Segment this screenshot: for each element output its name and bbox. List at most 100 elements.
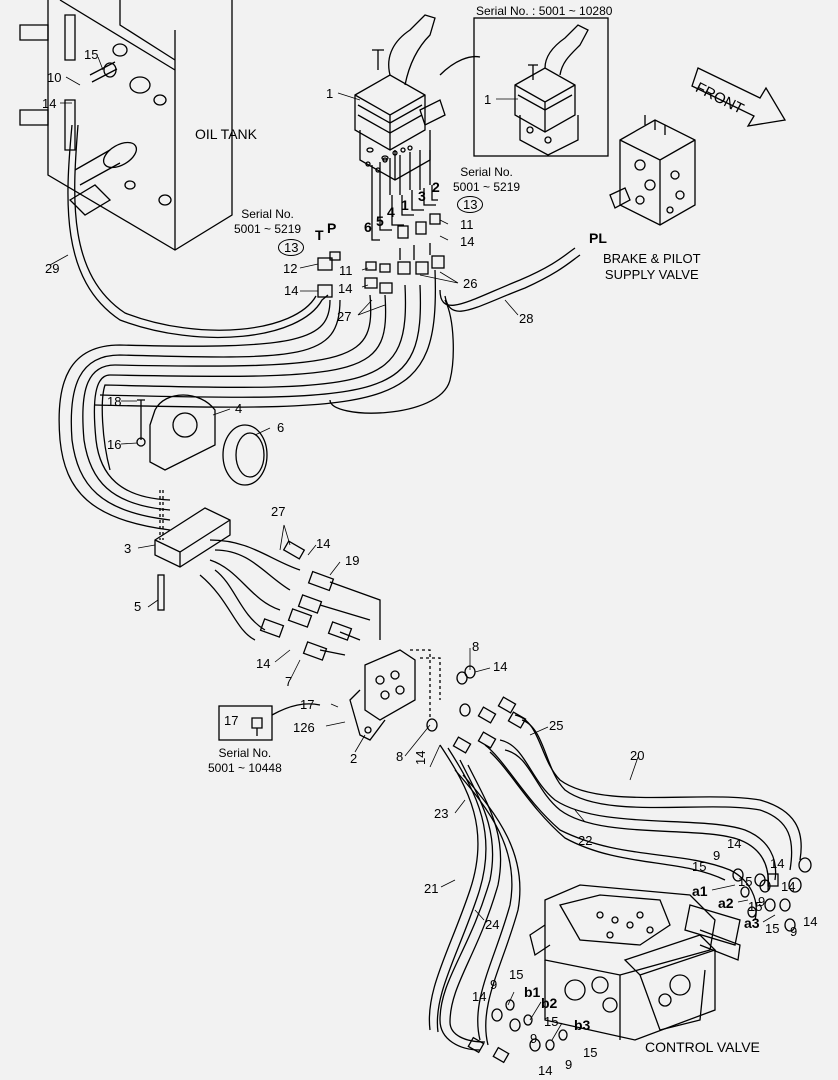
part-label-4-top: 4 bbox=[387, 204, 395, 220]
serial-box-17 bbox=[218, 705, 273, 741]
hose-28 bbox=[439, 247, 576, 306]
part-label-1: 1 bbox=[326, 86, 334, 101]
hose-bundle bbox=[58, 269, 437, 641]
part-label-6-top: 6 bbox=[364, 219, 372, 235]
serial-note-right-line1: Serial No. bbox=[460, 165, 513, 179]
serial-note-right: Serial No. 5001 ~ 5219 bbox=[453, 165, 520, 195]
part-label-9-cv2: 9 bbox=[758, 894, 766, 909]
part-label-6: 6 bbox=[277, 420, 285, 435]
serial-note-left: Serial No. 5001 ~ 5219 bbox=[234, 207, 301, 237]
port-b3-label: b3 bbox=[574, 1017, 591, 1033]
part-label-2: 2 bbox=[350, 751, 358, 766]
part-label-23: 23 bbox=[434, 806, 449, 821]
serial-note-left-line1: Serial No. bbox=[241, 207, 294, 221]
part-label-11-left: 11 bbox=[339, 263, 353, 278]
part-label-14-b1: 14 bbox=[472, 989, 487, 1004]
part-label-10: 10 bbox=[47, 70, 62, 85]
part-label-15-cv1: 15 bbox=[692, 859, 707, 874]
port-b2-label: b2 bbox=[541, 995, 558, 1011]
brake-pilot-supply-valve bbox=[609, 115, 696, 226]
control-valve-caption: CONTROL VALVE bbox=[645, 1039, 760, 1055]
part-label-17: 17 bbox=[300, 697, 315, 712]
part-label-15-b3: 15 bbox=[583, 1045, 598, 1060]
port-P-label: P bbox=[327, 220, 337, 236]
serial-note-left-line2: 5001 ~ 5219 bbox=[234, 222, 302, 236]
front-arrow bbox=[691, 67, 787, 127]
part-label-14-right: 14 bbox=[460, 234, 475, 249]
joystick-port-dots bbox=[365, 145, 413, 173]
part-label-8-bot: 8 bbox=[396, 749, 404, 764]
part-label-4: 4 bbox=[235, 401, 243, 416]
part-label-9-cv3: 9 bbox=[790, 924, 798, 939]
part-label-16: 16 bbox=[107, 437, 122, 452]
part-label-9-cv1: 9 bbox=[713, 848, 721, 863]
port-T-label: T bbox=[315, 227, 324, 243]
part-label-2-top: 2 bbox=[432, 179, 440, 195]
serial-note-top-box: Serial No. : 5001 ~ 10280 bbox=[476, 4, 613, 18]
part-label-14-low: 14 bbox=[256, 656, 271, 671]
part-label-15-cv3: 15 bbox=[748, 899, 763, 914]
serial-note-right-line2: 5001 ~ 5219 bbox=[453, 180, 521, 194]
part-label-20: 20 bbox=[630, 748, 645, 763]
control-valve bbox=[529, 884, 741, 1041]
block-fittings bbox=[426, 665, 527, 754]
part-label-29: 29 bbox=[45, 261, 60, 276]
part-label-14-tank: 14 bbox=[42, 96, 57, 111]
part-label-27-mid: 27 bbox=[271, 504, 286, 519]
part-label-126: 126 bbox=[293, 720, 315, 735]
part-label-8-top: 8 bbox=[472, 639, 480, 654]
part-label-15-cv3b: 15 bbox=[765, 921, 780, 936]
hose-clamp bbox=[154, 490, 231, 611]
brake-valve-caption: BRAKE & PILOT SUPPLY VALVE bbox=[603, 251, 701, 283]
part-label-5-top: 5 bbox=[376, 213, 384, 229]
pl-port-label: PL bbox=[589, 230, 607, 246]
part-label-3: 3 bbox=[124, 541, 132, 556]
part-label-24: 24 bbox=[485, 917, 500, 932]
brake-valve-caption-line2: SUPPLY VALVE bbox=[604, 267, 699, 282]
part-label-7: 7 bbox=[285, 674, 293, 689]
part-label-3-top: 3 bbox=[418, 188, 426, 204]
part-label-5: 5 bbox=[134, 599, 142, 614]
port-a3-label: a3 bbox=[744, 915, 760, 931]
part-label-14-cv3: 14 bbox=[803, 914, 818, 929]
part-label-15-tank: 15 bbox=[84, 47, 99, 62]
part-label-1-box: 1 bbox=[484, 92, 492, 107]
leader-lines bbox=[49, 56, 776, 1041]
part-label-14-cv2b: 14 bbox=[781, 879, 796, 894]
part-label-14-b2: 14 bbox=[538, 1063, 553, 1078]
part-label-15-b: 15 bbox=[509, 967, 524, 982]
serial-note-bottom-line1: Serial No. bbox=[218, 746, 272, 760]
part-label-9-b: 9 bbox=[490, 977, 498, 992]
serial-note-bottom-line2: 5001 ~ 10448 bbox=[208, 761, 282, 775]
part-label-21: 21 bbox=[424, 881, 439, 896]
part-label-13-right: 13 bbox=[457, 196, 484, 213]
cv-b-fittings bbox=[467, 999, 568, 1064]
part-label-9-b2: 9 bbox=[530, 1031, 538, 1046]
part-label-14-left-a: 14 bbox=[284, 283, 299, 298]
hose-29 bbox=[67, 124, 329, 339]
lower-hoses bbox=[428, 744, 521, 1051]
part-label-25: 25 bbox=[549, 718, 564, 733]
pilot-joystick bbox=[354, 14, 446, 181]
part-label-14-left-b: 14 bbox=[338, 281, 353, 296]
serial-inset-box bbox=[473, 17, 609, 157]
part-label-13-left: 13 bbox=[278, 239, 305, 256]
serial-note-bottom: Serial No. 5001 ~ 10448 bbox=[208, 746, 282, 776]
port-a1-label: a1 bbox=[692, 883, 708, 899]
part-label-15-b2: 15 bbox=[544, 1014, 559, 1029]
part-label-14-block: 14 bbox=[493, 659, 508, 674]
control-valve-hoses bbox=[484, 714, 802, 921]
part-label-19: 19 bbox=[345, 553, 360, 568]
part-label-27-top: 27 bbox=[337, 309, 352, 324]
bracket-assembly bbox=[136, 394, 268, 486]
port-a2-label: a2 bbox=[718, 895, 734, 911]
part-label-28: 28 bbox=[519, 311, 534, 326]
oil-tank bbox=[19, 0, 233, 251]
part-label-12: 12 bbox=[283, 261, 298, 276]
part-label-17-box: 17 bbox=[224, 713, 239, 728]
cv-port-fittings bbox=[732, 857, 812, 932]
part-label-26: 26 bbox=[463, 276, 478, 291]
manifold-block bbox=[349, 649, 441, 741]
